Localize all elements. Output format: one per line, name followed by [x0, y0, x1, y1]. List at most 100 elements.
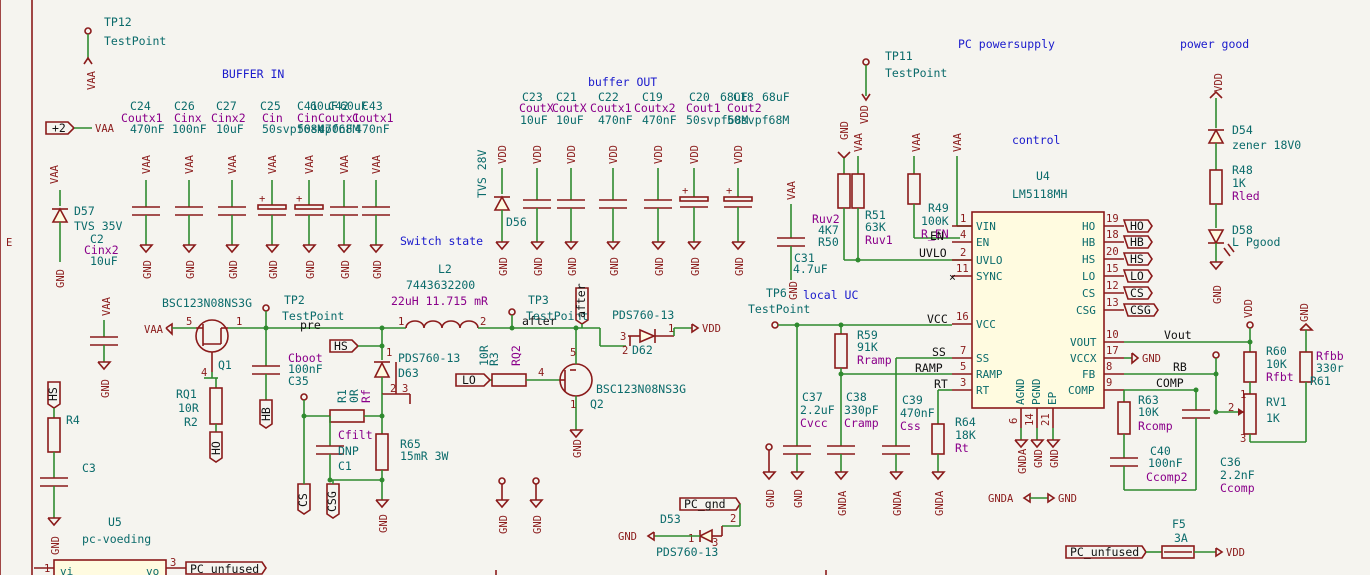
labels-c42-val-top-label: 60uF	[340, 99, 368, 113]
capacitor-c3[interactable]: C3 GND	[40, 461, 96, 555]
labels-d58-val-label: L Pgood	[1232, 235, 1280, 249]
0-num-label: 19	[1106, 213, 1119, 225]
testpoints-tp3-val-label: TestPoint	[526, 309, 588, 323]
resistor-r49[interactable]: VAA R49 100K R_EN	[907, 132, 960, 241]
pin-numbers-d53-2-label: 2	[730, 513, 736, 525]
capacitor-c21: C21 CoutX 10uF VDD GND	[552, 90, 587, 276]
nets-after-label: after	[522, 314, 557, 328]
labels-d54-val-label: zener 18V0	[1232, 138, 1301, 152]
capacitor-left-vaa[interactable]: VAA GND	[90, 296, 118, 398]
diode-d57[interactable]: VAA D57 TVS 35V C2 Cinx2 10uF GND	[49, 164, 123, 288]
potentiometer-rv1[interactable]: 2 1 3 RV1 1K	[1228, 389, 1306, 445]
led-d58[interactable]: D58 L Pgood GND	[1207, 223, 1280, 304]
labels-ccomp2-field-label: Ccomp2	[1146, 470, 1188, 484]
nets-after-tp-label: after	[574, 283, 588, 318]
power-gnd-label: GND	[1058, 493, 1077, 505]
4-name-label: CS	[1082, 287, 1095, 300]
resistor-r51[interactable]: VDD VAA R51 63K Ruv1	[851, 105, 893, 260]
ground-floating: GND	[762, 443, 777, 508]
capacitor-c38[interactable]: GNDA C38 330pF Cramp	[827, 390, 879, 516]
labels-r51-val-label: 63K	[865, 220, 886, 234]
mosfet-q2[interactable]: LO 10R R3 RQ2 4 5 1 BSC123N08NS3G Q2 GND	[455, 328, 686, 458]
inductor-l2[interactable]: 1 2 L2 7443632200 22uH 11.715 mR after	[386, 262, 600, 331]
nets-lo2-label: LO	[1130, 269, 1144, 283]
power-vaa-label: VAA	[101, 296, 113, 316]
labels-r63-ref-label: R63	[1138, 393, 1159, 407]
5-field-label: Coutx1	[318, 111, 360, 125]
pin-numbers-d53-3-label: 3	[712, 537, 718, 549]
labels-c36-ref-label: C36	[1220, 455, 1241, 469]
diode-d63[interactable]: 1 2 3 PDS760-13 D63	[373, 325, 460, 405]
labels-rv1-val-label: 1K	[1266, 411, 1280, 425]
labels-ruv1-field-label: Ruv1	[865, 233, 893, 247]
diode-d53[interactable]: PC_gnd 2 3 1 GND D53 PDS760-13	[618, 497, 741, 559]
module-u5[interactable]: U5 pc-voeding vi vo 1 3 PC_unfused	[34, 515, 267, 575]
labels-rq2-ref-label: RQ2	[509, 345, 523, 366]
capacitor-c1[interactable]: Cfilt DNP C1	[316, 416, 385, 483]
capacitor-c24: C24 Coutx1 470nF VAA GND	[121, 99, 165, 279]
mosfet-q1[interactable]: VAA 5 1 4 BSC123N08NS3G Q1	[144, 296, 386, 379]
resistor-r50[interactable]: GND Ruv2 4K7 R50	[812, 121, 851, 260]
capacitor-c39[interactable]: SS GNDA C39 470nF Css	[882, 345, 952, 516]
3-name-label: SYNC	[976, 270, 1003, 283]
cs-csg-labels: CS CSG	[296, 480, 340, 519]
resistor-r48[interactable]: R48 1K Rled	[1209, 163, 1260, 228]
resistor-r64[interactable]: RT GNDA R64 18K Rt	[931, 377, 976, 516]
capacitor-c35[interactable]: HB Cboot 100nF C35	[252, 328, 323, 429]
resistor-r4[interactable]: R4	[47, 408, 80, 478]
capacitor-c37[interactable]: GND C37 2.2uF Cvcc	[783, 322, 835, 509]
fuse-f5[interactable]: PC_unfused VDD F5 3A	[1065, 517, 1245, 559]
labels-d53-val-label: PDS760-13	[656, 545, 718, 559]
power-vdd-label: VDD	[859, 105, 871, 124]
4-num-label: 16	[956, 311, 969, 323]
power-vdd-label: VDD	[566, 145, 578, 164]
resistor-r60[interactable]: VDD R60 10K Rfbt	[1243, 299, 1294, 394]
nets-hb-label: HB	[259, 407, 273, 421]
resistor-r2[interactable]: HO RQ1 10R R2	[176, 378, 223, 463]
feedback-network[interactable]: Vout GND RB COMP R63 10K Rcomp C40 100nF…	[1110, 328, 1255, 495]
4-name-label: VCC	[976, 318, 996, 331]
ic-u4[interactable]: U4 LM5118MH 1 VIN 4 EN 2 UVLO 11 SYNC 16…	[949, 169, 1124, 474]
2-field-label: Cinx2	[211, 111, 246, 125]
labels-d63-ref-label: D63	[398, 366, 419, 380]
labels-rled-field-label: Rled	[1232, 189, 1260, 203]
testpoint-tp6[interactable]: TP6 TestPoint VCC	[748, 286, 952, 329]
hs-label-mid: HS	[329, 339, 380, 353]
diode-d56[interactable]: TVS 28V VDD D56 GND	[475, 145, 527, 276]
labels-ren-field-label: R_EN	[921, 227, 949, 241]
output-capacitor-bank[interactable]: C23 CoutX 10uF VDD GND C21 CoutX 10uF VD…	[519, 90, 790, 276]
resistor-r59[interactable]: R59 91K Rramp RAMP	[834, 322, 952, 447]
note-local-uc: local UC	[803, 288, 858, 302]
nets-csg2-label: CSG	[1130, 303, 1151, 317]
nets-hs2-label: HS	[1130, 252, 1144, 266]
nets-comp-label: COMP	[1156, 376, 1184, 390]
5-name-label: CSG	[1076, 304, 1096, 317]
power-vdd-label: VDD	[1226, 547, 1245, 559]
gnda-gnd-tie: GNDA GND	[988, 492, 1077, 505]
testpoint-tp3[interactable]: TP3 TestPoint	[508, 293, 588, 328]
testpoint-tp11[interactable]: TP11 TestPoint	[861, 49, 947, 102]
resistor-r61[interactable]: GND Rfbb 330r R61	[1299, 303, 1344, 442]
0-field-label: Coutx1	[121, 111, 163, 125]
testpoints-tp3-ref-label: TP3	[528, 293, 549, 307]
6-field-label: Coutx1	[352, 111, 394, 125]
capacitor-c31[interactable]: VAA C31 4.7uF GND	[777, 180, 828, 300]
diode-d54[interactable]: VDD D54 zener 18V0	[1207, 73, 1301, 170]
nets-lo-label: LO	[462, 373, 476, 387]
diode-d62[interactable]: 3 2 1 VDD PDS760-13 D62	[599, 308, 721, 357]
labels-r48-ref-label: R48	[1232, 163, 1253, 177]
labels-rfbt-field-label: Rfbt	[1266, 370, 1294, 384]
vaa-vin-flag: VAA	[952, 132, 972, 227]
testpoint-tp2[interactable]: TP2 TestPoint pre	[262, 293, 344, 332]
input-capacitor-bank[interactable]: C24 Coutx1 470nF VAA GND C26 Cinx 100nF …	[121, 99, 394, 279]
power-vdd-label: VDD	[689, 145, 701, 164]
labels-c31-val-label: 4.7uF	[793, 262, 828, 276]
labels-c35-ref-label: C35	[288, 374, 309, 388]
resistor-r65[interactable]: R65 15mR 3W GND	[375, 433, 449, 533]
power-vaa-label: VAA	[141, 154, 153, 174]
testpoint-tp12[interactable]: TP12 TestPoint VAA	[83, 15, 166, 90]
power-gnda-label: GNDA	[1017, 448, 1029, 474]
power-vaa-label: VAA	[853, 132, 865, 152]
labels-d56-ref-label: D56	[506, 215, 527, 229]
